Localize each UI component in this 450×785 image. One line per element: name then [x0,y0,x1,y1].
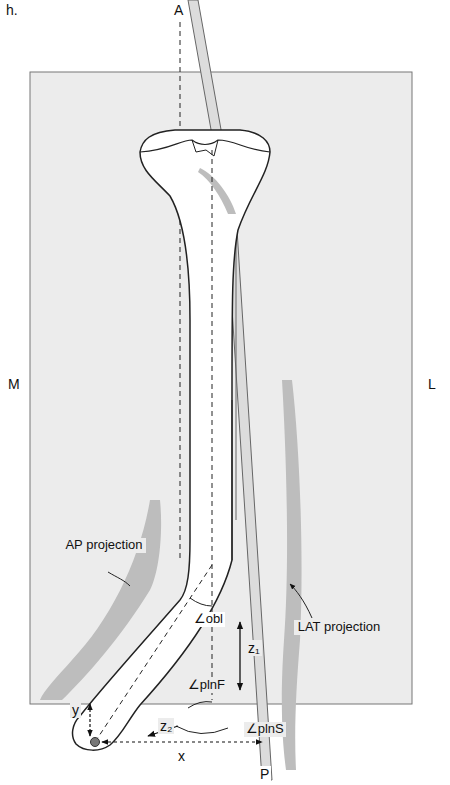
axis-letter: M [6,376,22,392]
angle-label: ∠plnS [244,722,286,737]
angle-label: ∠obl [192,612,225,627]
dimension-label: z₂ [158,718,174,734]
axis-letter: P [258,766,271,782]
dimension-label: z₁ [246,640,262,656]
dimension-label: x [176,748,187,764]
angle-label: ∠plnF [186,678,227,693]
projection-label: LAT projection [294,620,384,635]
axis-letter: A [172,2,185,18]
axis-letter: L [426,376,438,392]
dimension-label: y [70,702,81,718]
figure-letter: h. [4,2,20,18]
projection-label: AP projection [62,538,146,553]
